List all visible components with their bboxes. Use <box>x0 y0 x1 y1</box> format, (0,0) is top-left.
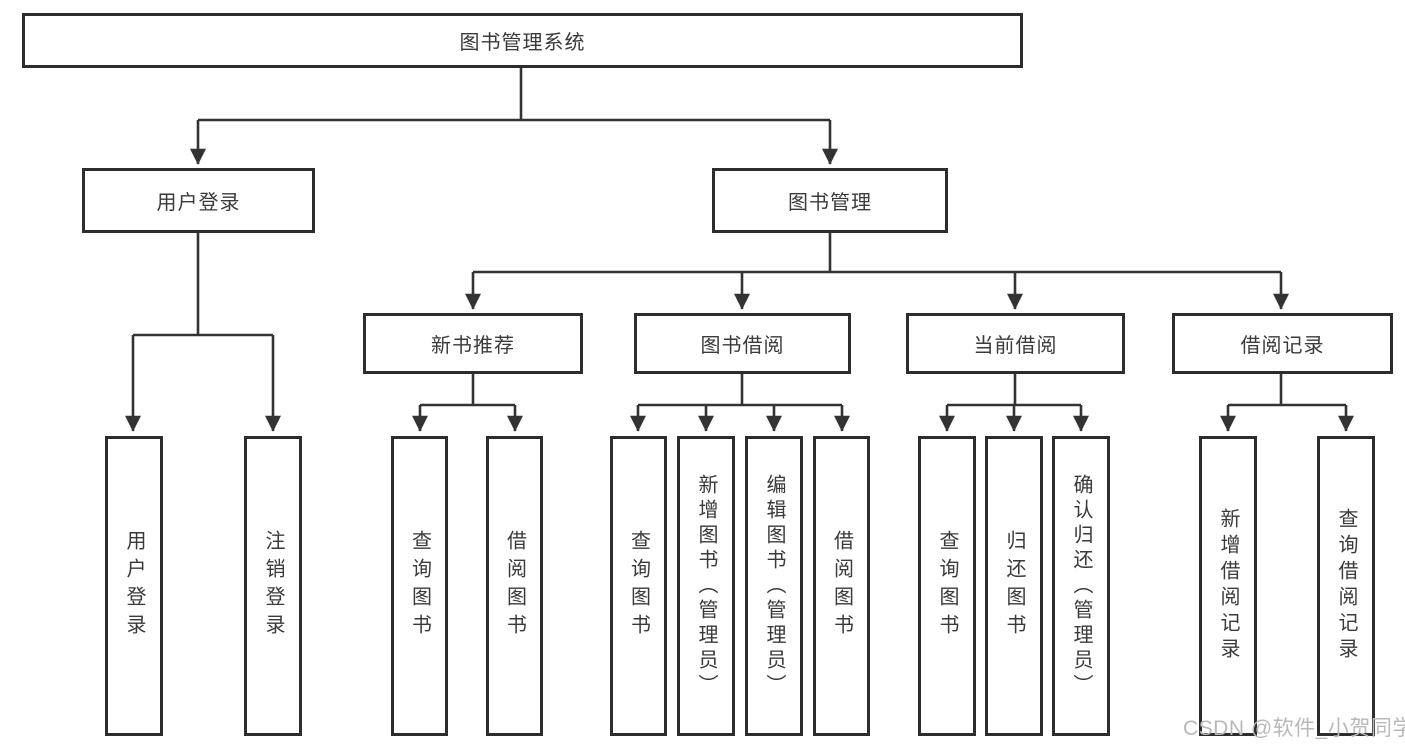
leaf-logout-label: 注销登录 <box>262 530 284 642</box>
leaf-return-book-label: 归还图书 <box>1003 530 1025 642</box>
leaf-borrow-book-2-label: 借阅图书 <box>830 530 853 642</box>
node-book-borrowing: 图书借阅 <box>634 313 851 374</box>
csdn-watermark: CSDN @软件_小贺同学 <box>1183 717 1405 740</box>
node-book-borrowing-label: 图书借阅 <box>700 335 785 357</box>
node-new-book-recommend-label: 新书推荐 <box>431 335 515 357</box>
leaf-query-book-3-label: 查询图书 <box>936 530 958 642</box>
leaf-query-borrow-record: 查询借阅记录 <box>1317 436 1375 736</box>
node-borrowing-records-label: 借阅记录 <box>1240 335 1325 357</box>
leaf-borrow-book-2: 借阅图书 <box>813 436 870 736</box>
leaf-add-book-admin: 新增图书（管理员） <box>677 436 735 736</box>
leaf-add-borrow-record: 新增借阅记录 <box>1199 436 1257 736</box>
leaf-add-borrow-record-label: 新增借阅记录 <box>1217 508 1239 664</box>
node-current-borrowing: 当前借阅 <box>906 313 1125 374</box>
leaf-edit-book-admin-label: 编辑图书（管理员） <box>763 473 785 699</box>
leaf-confirm-return-admin-label: 确认归还（管理员） <box>1070 473 1092 699</box>
leaf-query-book-1: 查询图书 <box>391 436 448 736</box>
leaf-query-borrow-record-label: 查询借阅记录 <box>1335 508 1357 664</box>
leaf-edit-book-admin: 编辑图书（管理员） <box>745 436 803 736</box>
node-new-book-recommend: 新书推荐 <box>363 313 583 374</box>
leaf-user-login-label: 用户登录 <box>123 530 145 642</box>
leaf-query-book-3: 查询图书 <box>918 436 976 736</box>
leaf-logout: 注销登录 <box>244 436 302 736</box>
node-borrowing-records: 借阅记录 <box>1172 313 1393 374</box>
node-user-login-branch: 用户登录 <box>82 168 315 233</box>
leaf-query-book-1-label: 查询图书 <box>408 530 431 642</box>
leaf-borrow-book-1-label: 借阅图书 <box>503 530 526 642</box>
leaf-user-login: 用户登录 <box>105 436 163 736</box>
node-book-management-label: 图书管理 <box>788 192 872 214</box>
node-current-borrowing-label: 当前借阅 <box>973 335 1058 357</box>
leaf-borrow-book-1: 借阅图书 <box>486 436 543 736</box>
leaf-confirm-return-admin: 确认归还（管理员） <box>1052 436 1110 736</box>
leaf-return-book: 归还图书 <box>985 436 1043 736</box>
node-root: 图书管理系统 <box>22 13 1023 68</box>
leaf-add-book-admin-label: 新增图书（管理员） <box>695 473 717 699</box>
leaf-query-book-2: 查询图书 <box>610 436 667 736</box>
node-user-login-branch-label: 用户登录 <box>156 192 241 214</box>
leaf-query-book-2-label: 查询图书 <box>627 530 650 642</box>
node-root-label: 图书管理系统 <box>459 32 586 54</box>
node-book-management: 图书管理 <box>712 168 948 233</box>
